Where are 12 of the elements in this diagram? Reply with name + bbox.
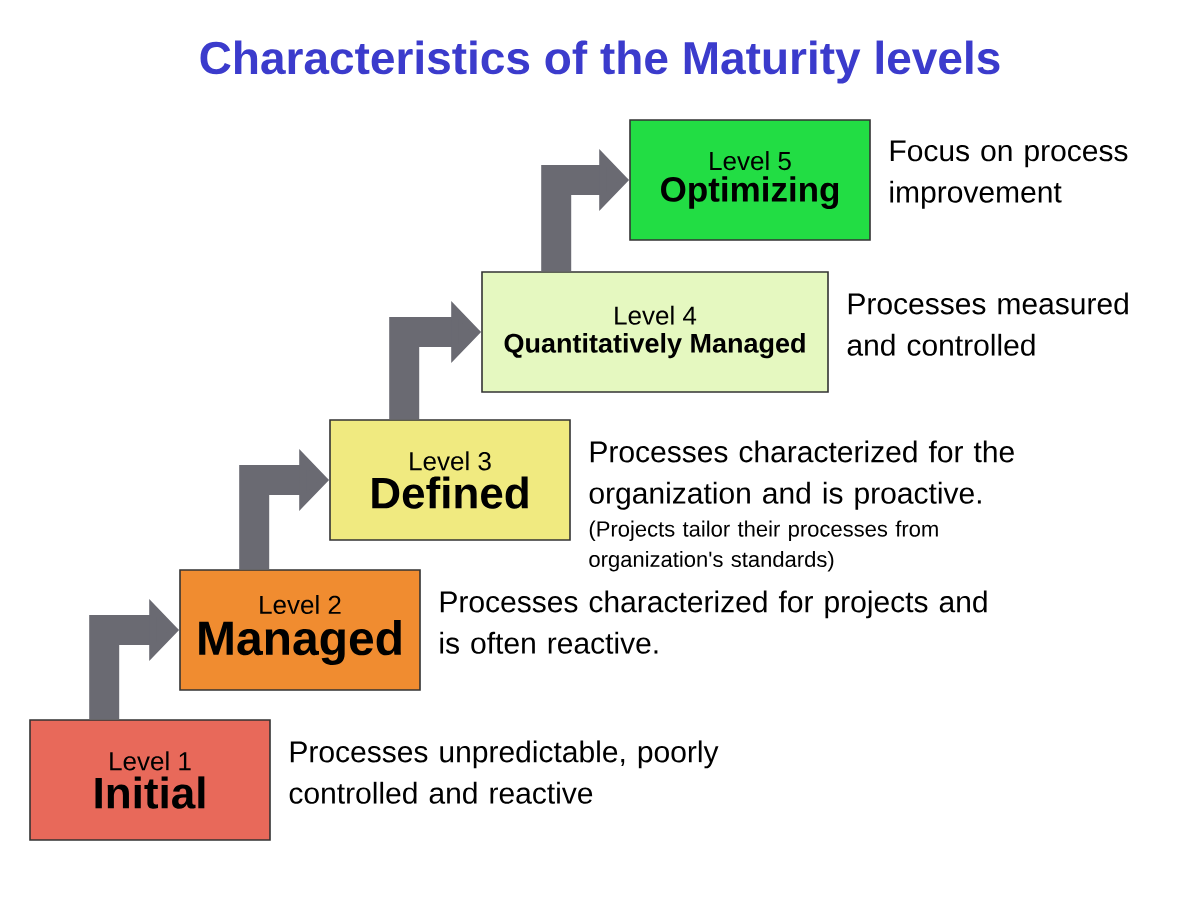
description-text: Processes characterized for projects and is often reactive. — [440, 590, 987, 654]
description-text: Focus on process improvement — [890, 140, 1128, 209]
description-text: Processes measured and controlled — [847, 292, 1128, 356]
description-text: (Projects tailor their processes from organization's standards) — [589, 520, 938, 572]
description-text: Processes unpredictable, poorly controlled and reactive — [289, 740, 719, 804]
level-box: Level 3 Defined — [329, 419, 571, 541]
level-box: Level 5 Optimizing — [629, 119, 871, 241]
level-box: Level 1 Initial — [29, 719, 271, 841]
description-text: Processes characterized for the organization and is proactive. — [589, 440, 1014, 510]
title: Characteristics of the Maturity levels — [200, 40, 1000, 84]
level-box: Level 4 Quantitatively Managed — [481, 271, 829, 393]
level-box: Level 2 Managed — [179, 569, 421, 691]
